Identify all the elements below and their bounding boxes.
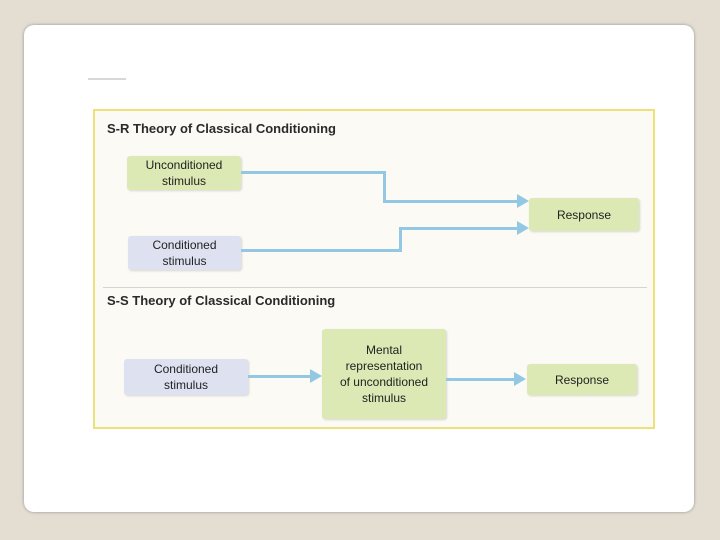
sr-cs-arrow-segment-2 bbox=[399, 227, 402, 252]
section-divider bbox=[103, 287, 647, 288]
sr-us-arrow-segment-1 bbox=[241, 171, 385, 174]
scan-mark bbox=[88, 78, 126, 80]
sr-us-arrowhead bbox=[517, 194, 529, 208]
ss-mental-representation-box: Mental representation of unconditioned s… bbox=[322, 329, 446, 419]
sr-response-box: Response bbox=[529, 198, 639, 231]
sr-cs-arrowhead bbox=[517, 221, 529, 235]
ss-cs-arrow-line bbox=[248, 375, 312, 378]
ss-theory-title: S-S Theory of Classical Conditioning bbox=[107, 293, 336, 308]
sr-us-arrow-segment-2 bbox=[383, 171, 386, 203]
ss-response-box: Response bbox=[527, 364, 637, 395]
ss-mr-arrowhead bbox=[514, 372, 526, 386]
diagram-frame: S-R Theory of Classical Conditioning Unc… bbox=[93, 109, 655, 429]
sr-us-arrow-segment-3 bbox=[383, 200, 519, 203]
sr-unconditioned-stimulus-box: Unconditioned stimulus bbox=[127, 156, 241, 190]
sr-cs-arrow-segment-3 bbox=[399, 227, 519, 230]
sr-theory-title: S-R Theory of Classical Conditioning bbox=[107, 121, 336, 136]
ss-conditioned-stimulus-box: Conditioned stimulus bbox=[124, 359, 248, 395]
ss-mr-arrow-line bbox=[446, 378, 516, 381]
ss-cs-arrowhead bbox=[310, 369, 322, 383]
sr-cs-arrow-segment-1 bbox=[241, 249, 401, 252]
sr-conditioned-stimulus-box: Conditioned stimulus bbox=[128, 236, 241, 270]
